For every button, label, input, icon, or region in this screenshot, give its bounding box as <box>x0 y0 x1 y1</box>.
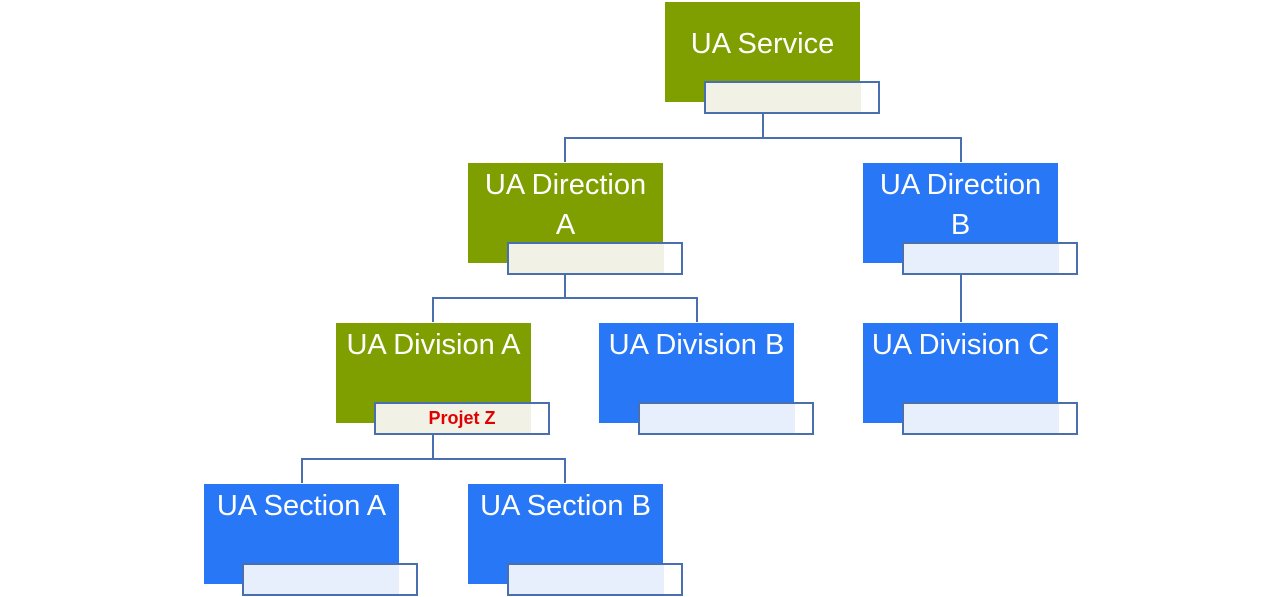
node-label: UA Division A <box>346 329 521 361</box>
node-label: UA Division C <box>871 329 1050 361</box>
node-ua-direction-a-subbox <box>507 242 683 275</box>
node-label: UA Direction A <box>484 169 647 241</box>
node-ua-division-a-subbox: Projet Z <box>374 402 550 435</box>
node-ua-direction-b-subbox <box>902 242 1078 275</box>
node-ua-service-subbox <box>704 81 880 114</box>
connector-service-directions <box>564 137 962 162</box>
connector-direction-a-divisions <box>432 297 698 322</box>
node-label: UA Section A <box>216 490 387 522</box>
node-ua-division-c-subbox <box>902 402 1078 435</box>
node-ua-section-b-subbox <box>507 563 683 596</box>
connector-division-a-sections <box>301 458 566 483</box>
node-ua-division-b-subbox <box>638 402 814 435</box>
node-note-projet-z: Projet Z <box>428 408 496 428</box>
node-label: UA Direction B <box>879 169 1042 241</box>
node-label: UA Service <box>690 28 835 60</box>
node-ua-section-a-subbox <box>242 563 418 596</box>
node-label: UA Division B <box>608 329 785 361</box>
node-label: UA Section B <box>480 490 651 522</box>
